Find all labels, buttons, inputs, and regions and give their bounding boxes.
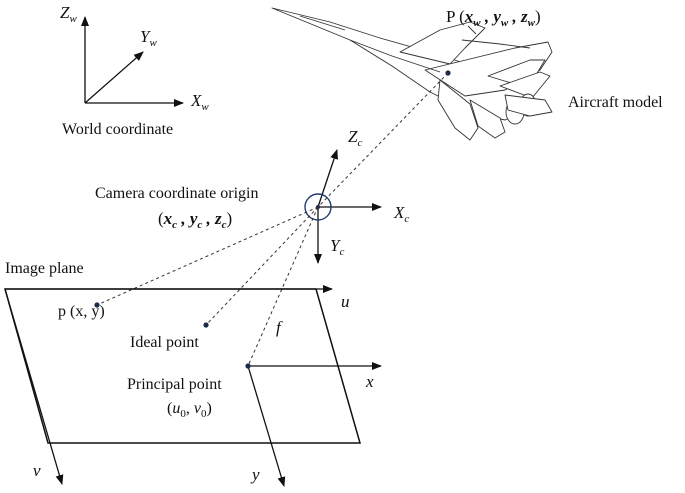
world-coordinate-caption: World coordinate [62,121,173,138]
camera-z-label: Zc [348,127,362,149]
projection-rays [96,72,449,367]
camera-axes [314,149,382,264]
world-y-axis [84,51,144,104]
ray-P-to-origin [317,72,449,208]
camera-origin-circle [304,193,332,221]
image-plane-axes [4,285,382,487]
principal-point-dot [245,363,251,369]
image-plane-title: Image plane [5,260,84,277]
world-x-label: Xw [190,91,209,113]
world-y-label: Yw [140,27,157,49]
x-axis-label: x [365,372,374,391]
camera-origin-coords: (xc , yc , zc) [158,209,232,231]
y-axis-label: y [250,465,260,484]
world-axes [81,16,184,107]
camera-z-axis [317,149,338,208]
ideal-point-dot [203,322,209,328]
principal-point-label: Principal point [127,376,222,393]
principal-point-coords: (u0, v0) [167,400,212,420]
u-axis-label: u [341,292,350,311]
world-z-label: Zw [60,3,77,25]
image-y-axis [247,365,286,487]
camera-origin-title: Camera coordinate origin [95,185,259,202]
aircraft-model-illustration [271,7,553,141]
v-axis-label: v [33,461,41,480]
image-point-p [94,302,100,308]
camera-x-label: Xc [393,203,409,225]
aircraft-model-label: Aircraft model [568,94,663,111]
camera-y-label: Yc [330,236,344,258]
ray-origin-to-p [96,206,319,306]
focal-length-label: f [276,318,283,337]
ideal-point-label: Ideal point [130,334,199,351]
ray-origin-to-principal [247,206,319,367]
image-v-axis [4,288,64,485]
image-point-p-label: p (x, y) [58,303,105,320]
point-P-label: P (xw , yw , zw) [446,7,541,29]
